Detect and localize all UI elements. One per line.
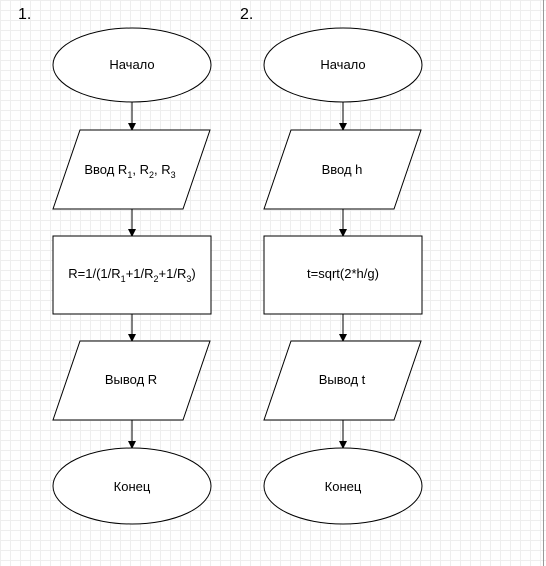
process-label: R=1/(1/R1+1/R2+1/R3): [68, 266, 195, 284]
output-label: Вывод t: [319, 372, 366, 387]
flowchart-2: 2. Начало Ввод h t=sqrt(2*h/g) Вывод t К…: [240, 6, 423, 525]
output-label: Вывод R: [105, 372, 157, 387]
end-label: Конец: [114, 479, 151, 494]
output-parallelogram: [52, 340, 211, 421]
output-parallelogram: [263, 340, 422, 421]
process-block: [263, 235, 423, 315]
end-label: Конец: [325, 479, 362, 494]
end-terminator: [52, 447, 212, 525]
input-parallelogram: [263, 129, 422, 210]
end-terminator: [263, 447, 423, 525]
start-label: Начало: [320, 57, 365, 72]
flowchart-1: 1. Начало Ввод R1, R2, R3 R=1/(1/R1+1/R2…: [18, 6, 212, 525]
input-parallelogram: [52, 129, 211, 210]
diagram-number: 2.: [240, 6, 253, 23]
start-label: Начало: [109, 57, 154, 72]
diagram-number: 1.: [18, 6, 31, 23]
process-label: t=sqrt(2*h/g): [307, 266, 379, 281]
process-block: [52, 235, 212, 315]
input-label: Ввод h: [322, 162, 363, 177]
page-edge: [543, 0, 544, 566]
input-label: Ввод R1, R2, R3: [84, 162, 175, 180]
